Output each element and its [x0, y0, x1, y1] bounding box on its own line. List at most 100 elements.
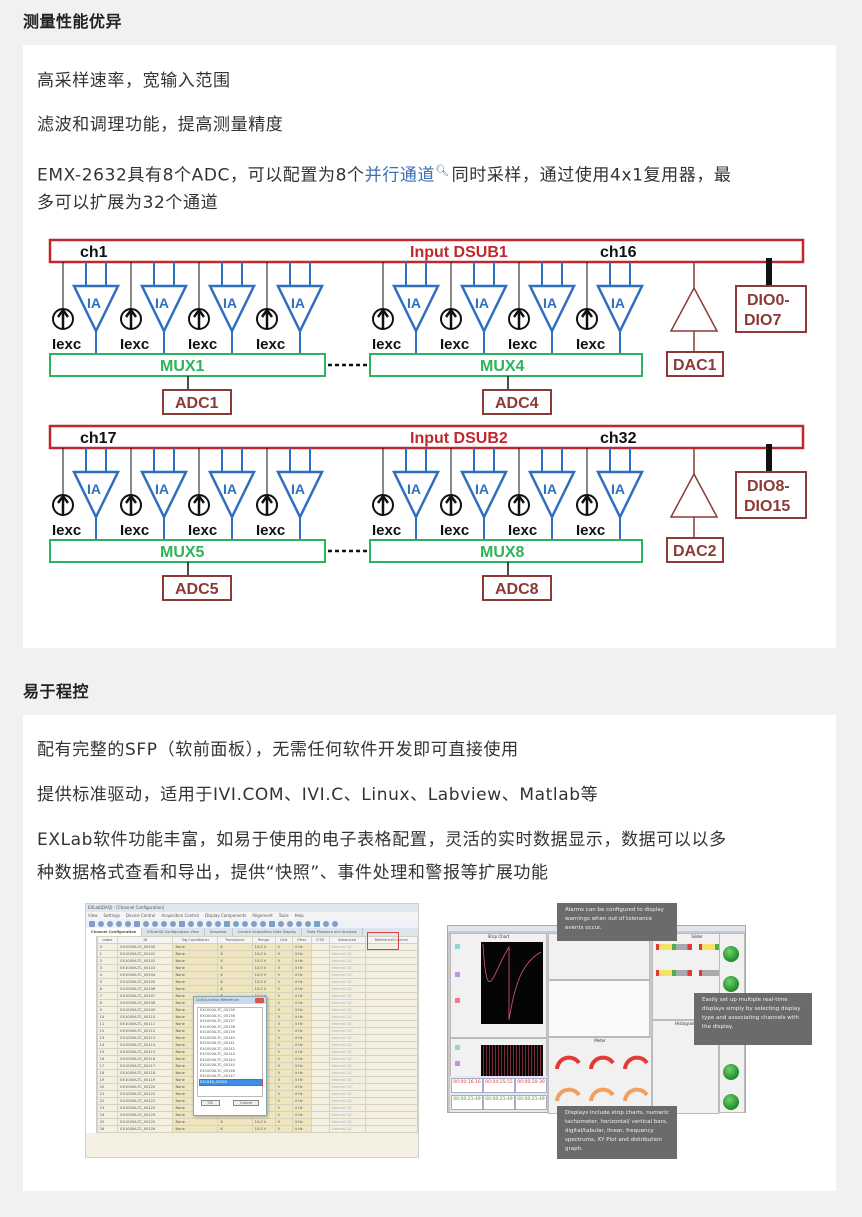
tab[interactable]: EXLab3D Configuration View — [142, 928, 205, 936]
table-cell[interactable]: V — [274, 1062, 293, 1070]
table-cell[interactable] — [310, 1062, 330, 1070]
table-cell[interactable] — [364, 1034, 418, 1042]
table-cell[interactable]: EX1000A-TC_00122 — [117, 1097, 174, 1105]
table-cell[interactable]: EX1000A-TC_00109 — [117, 1006, 174, 1014]
table-cell[interactable]: EX1000A-TC_00106 — [117, 985, 174, 993]
table-cell[interactable]: EX1000A-TC_00113 — [117, 1034, 174, 1042]
table-cell[interactable]: V — [274, 985, 293, 993]
list-item[interactable]: EX1000A-TC_00142 — [200, 1046, 235, 1051]
toolbar-button-icon[interactable] — [161, 920, 167, 927]
table-cell[interactable] — [310, 1111, 330, 1119]
table-cell[interactable]: Internal CJC — [328, 1076, 366, 1084]
table-cell[interactable]: 4 Hz — [291, 985, 312, 993]
table-cell[interactable] — [364, 1027, 418, 1035]
table-cell[interactable] — [310, 1048, 330, 1056]
toolbar-button-icon[interactable] — [305, 920, 311, 927]
toolbar-button-icon[interactable] — [152, 920, 158, 927]
table-cell[interactable]: K — [217, 957, 253, 965]
table-cell[interactable]: V — [274, 1111, 293, 1119]
table-cell[interactable]: EX1000A-TC_00105 — [117, 978, 174, 986]
table-cell[interactable]: V — [274, 1048, 293, 1056]
table-cell[interactable]: Internal CJC — [328, 978, 366, 986]
table-cell[interactable]: V — [274, 1006, 293, 1014]
table-cell[interactable]: 4 Hz — [291, 943, 312, 951]
table-cell[interactable]: Internal CJC — [328, 1048, 366, 1056]
table-cell[interactable]: V — [274, 1013, 293, 1021]
table-cell[interactable]: Internal CJC — [328, 1055, 366, 1063]
table-cell[interactable] — [364, 999, 418, 1007]
table-cell[interactable] — [310, 971, 330, 979]
table-cell[interactable]: 4 Hz — [291, 1006, 312, 1014]
table-cell[interactable]: 10.0 V — [251, 964, 276, 972]
menu-item[interactable]: Acquisition Control — [161, 913, 199, 918]
table-cell[interactable] — [364, 1020, 418, 1028]
table-cell[interactable]: Internal CJC — [328, 1013, 366, 1021]
table-cell[interactable] — [364, 1055, 418, 1063]
table-cell[interactable]: 7 — [96, 992, 119, 1000]
table-cell[interactable] — [364, 964, 418, 972]
list-item[interactable]: EX1000A-TC_00136 — [200, 1013, 235, 1018]
toolbar-button-icon[interactable] — [107, 920, 113, 927]
table-cell[interactable]: Internal CJC — [328, 971, 366, 979]
table-cell[interactable]: V — [274, 1069, 293, 1077]
table-cell[interactable]: None — [172, 964, 219, 972]
tab[interactable]: Current Acquisition Data Display — [233, 928, 303, 936]
toolbar-button-icon[interactable] — [296, 920, 302, 927]
menu-item[interactable]: View — [88, 913, 98, 918]
toolbar-button-icon[interactable] — [278, 920, 284, 927]
table-cell[interactable]: 25 — [96, 1118, 119, 1126]
table-cell[interactable] — [364, 1111, 418, 1119]
table-cell[interactable]: K — [217, 978, 253, 986]
menu-item[interactable]: Device Control — [125, 913, 156, 918]
table-cell[interactable] — [364, 992, 418, 1000]
table-cell[interactable]: 10.0 V — [251, 985, 276, 993]
toolbar-button-icon[interactable] — [197, 920, 203, 927]
table-cell[interactable]: V — [274, 1076, 293, 1084]
table-cell[interactable]: V — [274, 971, 293, 979]
table-cell[interactable]: V — [274, 1125, 293, 1133]
table-cell[interactable] — [310, 964, 330, 972]
table-cell[interactable]: 24 — [96, 1111, 119, 1119]
list-item[interactable]: EX1000A-TC_00139 — [200, 1030, 235, 1034]
table-cell[interactable]: 22 — [96, 1097, 119, 1105]
table-cell[interactable] — [364, 978, 418, 986]
table-cell[interactable]: 18 — [96, 1069, 119, 1077]
table-cell[interactable] — [364, 985, 418, 993]
list-item[interactable]: EX1000A-TC_00141 — [200, 1041, 235, 1045]
table-cell[interactable]: 4 Hz — [291, 1020, 312, 1028]
table-cell[interactable]: EX1000A-TC_00124 — [117, 1111, 174, 1119]
table-cell[interactable] — [364, 1062, 418, 1070]
table-cell[interactable]: K — [217, 943, 253, 951]
table-cell[interactable]: EX1000A-TC_00117 — [117, 1062, 174, 1070]
table-cell[interactable] — [364, 1104, 418, 1112]
table-cell[interactable]: Internal CJC — [328, 1041, 366, 1049]
table-cell[interactable]: Internal CJC — [328, 950, 366, 958]
table-cell[interactable]: EX1000A-TC_00112 — [117, 1027, 174, 1035]
table-cell[interactable] — [310, 1118, 330, 1126]
table-cell[interactable] — [364, 1076, 418, 1084]
table-cell[interactable]: EX1000A-TC_00121 — [117, 1090, 174, 1098]
table-cell[interactable]: None — [172, 978, 219, 986]
table-cell[interactable]: EX1000A-TC_00110 — [117, 1013, 174, 1021]
table-cell[interactable]: 16 — [96, 1055, 119, 1063]
list-item[interactable]: EX1000A-TC_00137 — [200, 1019, 235, 1023]
toolbar-button-icon[interactable] — [206, 920, 212, 927]
toolbar-button-icon[interactable] — [314, 920, 320, 927]
table-cell[interactable] — [310, 1097, 330, 1105]
table-cell[interactable]: V — [274, 1055, 293, 1063]
table-cell[interactable]: 10.0 V — [251, 943, 276, 951]
table-cell[interactable]: 10.0 V — [251, 978, 276, 986]
table-cell[interactable]: None — [172, 1118, 219, 1126]
table-cell[interactable] — [310, 950, 330, 958]
table-cell[interactable]: V — [274, 1020, 293, 1028]
table-cell[interactable]: V — [274, 1090, 293, 1098]
table-cell[interactable] — [364, 950, 418, 958]
table-cell[interactable]: 4 Hz — [291, 978, 312, 986]
table-cell[interactable]: EX1000A-TC_00108 — [117, 999, 174, 1007]
table-cell[interactable] — [310, 1020, 330, 1028]
toolbar-button-icon[interactable] — [332, 920, 338, 927]
close-icon[interactable] — [255, 998, 264, 1003]
table-cell[interactable]: 8 — [96, 999, 119, 1007]
